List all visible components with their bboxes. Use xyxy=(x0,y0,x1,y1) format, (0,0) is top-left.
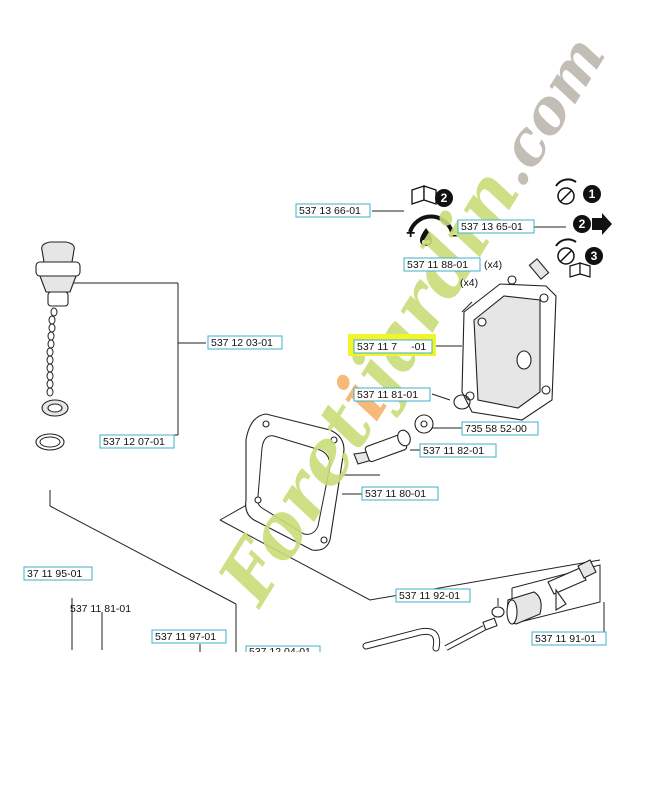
watermark-text-4: .com xyxy=(475,24,620,198)
part-label-537-11-91-01: 537 11 91-01 xyxy=(535,633,596,645)
step-icons: 2 + – 1 2 3 xyxy=(406,178,612,278)
screwdriver-icon-2 xyxy=(555,238,577,265)
fuel-drop-icon xyxy=(420,228,432,246)
svg-text:Foretijardin.com: Foretijardin.com xyxy=(201,17,622,619)
part-label-537-13-65-01: 537 13 65-01 xyxy=(461,221,523,233)
carburettor-body xyxy=(461,258,557,421)
watermark-text-1: Foret xyxy=(201,388,391,620)
gear-washer-icon xyxy=(414,414,434,434)
watermark: Foretijardin.com xyxy=(201,17,622,619)
step-2-badge xyxy=(573,215,591,233)
part-label-537-13-66-01: 537 13 66-01 xyxy=(299,205,361,217)
adjust-arc-icon xyxy=(408,214,454,233)
book-icon-2 xyxy=(569,262,591,278)
part-qty-x4: (x4) xyxy=(484,259,502,271)
part-label-537-11-92-01: 537 11 92-01 xyxy=(399,590,460,602)
part-label-537-12-03-01: 537 12 03-01 xyxy=(211,337,273,349)
arrow-right-icon xyxy=(592,213,612,235)
part-label-735-58-52-00: 735 58 52-00 xyxy=(465,423,527,435)
part-label-37-11-95-01: 37 11 95-01 xyxy=(27,568,82,580)
part-label-537-11-80-01: 537 11 80-01 xyxy=(365,488,426,500)
step-badge-label: 2 xyxy=(441,191,448,205)
screwdriver-icon xyxy=(555,178,577,205)
step-3-badge xyxy=(585,247,603,265)
needle-valve xyxy=(353,429,411,465)
minus-icon: – xyxy=(450,227,459,244)
part-label-537-11-88-01: 537 11 88-01 xyxy=(407,259,468,271)
fuel-line-parts xyxy=(362,559,597,652)
step-1-badge xyxy=(583,185,601,203)
part-label-537-12-07-01: 537 12 07-01 xyxy=(103,436,165,448)
step-badge xyxy=(435,189,453,207)
part-label-537-11-7x-01: 537 11 7-01 xyxy=(357,341,426,353)
book-icon xyxy=(411,185,437,205)
o-ring-icon xyxy=(453,394,471,410)
part-label-537-11-97-01: 537 11 97-01 xyxy=(155,631,216,643)
part-label-537-11-81-01: 537 11 81-01 xyxy=(357,389,418,401)
part-label-537-11-81-01-plain: 537 11 81-01 xyxy=(70,603,131,615)
step-3-label: 3 xyxy=(591,249,598,263)
plus-icon: + xyxy=(406,225,415,242)
bottom-crop-area xyxy=(0,652,652,800)
fuel-cap-assembly xyxy=(35,241,81,451)
step-1-label: 1 xyxy=(589,187,596,201)
step-2-label: 2 xyxy=(579,217,586,231)
gasket xyxy=(245,413,345,551)
qty-callout: (x4) xyxy=(460,277,478,289)
part-labels: 537 13 66-01 537 13 65-01 537 11 88-01 (… xyxy=(23,203,607,658)
part-label-537-11-82-01: 537 11 82-01 xyxy=(423,445,484,457)
